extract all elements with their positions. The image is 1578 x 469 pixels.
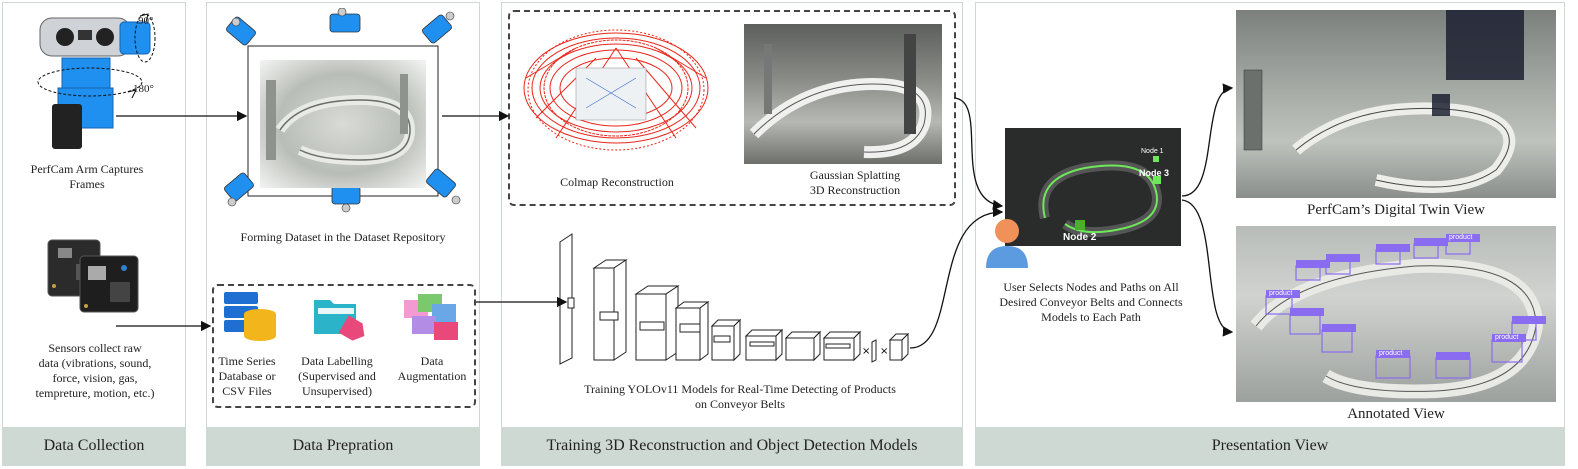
labelling-line1: Data Labelling bbox=[301, 354, 373, 368]
node3-label: Node 3 bbox=[1139, 168, 1170, 178]
node1-label: Node 1 bbox=[1141, 148, 1164, 155]
arm-caption-line1: PerfCam Arm Captures bbox=[30, 162, 144, 176]
yolo-network-diagram: × × bbox=[559, 233, 910, 365]
arm-angle-180: 180° bbox=[133, 83, 154, 95]
sensor-caption-line3: force, vision, gas, bbox=[52, 371, 138, 385]
node2-label: Node 2 bbox=[1063, 232, 1097, 243]
annotation-product-label-3: product bbox=[1449, 234, 1473, 241]
yolo-caption-line2: on Conveyor Belts bbox=[695, 397, 785, 411]
annotation-product-label-4: product bbox=[1495, 334, 1519, 341]
svg-text:×: × bbox=[880, 346, 888, 357]
user-caption-line1: User Selects Nodes and Paths on All bbox=[1003, 280, 1179, 294]
timeseries-line3: CSV Files bbox=[222, 384, 272, 398]
svg-text:×: × bbox=[862, 346, 870, 357]
user-caption-line3: Models to Each Path bbox=[1041, 310, 1141, 324]
yolo-caption: Training YOLOv11 Models for Real-Time De… bbox=[540, 382, 940, 412]
colmap-caption: Colmap Reconstruction bbox=[560, 175, 674, 189]
arm-caption-line2: Frames bbox=[69, 177, 105, 191]
annotated-view: product product product product bbox=[1236, 226, 1556, 402]
node-selection-screen: Node 1 Node 3 Node 2 bbox=[1005, 128, 1181, 246]
panel-title-data-collection: Data Collection bbox=[3, 427, 185, 465]
augmentation-label: Data Augmentation bbox=[392, 354, 472, 384]
labelling-line2: (Supervised and bbox=[298, 369, 376, 383]
sensor-caption-line1: Sensors collect raw bbox=[48, 341, 142, 355]
user-avatar-icon bbox=[986, 219, 1028, 268]
labelling-folder-icon bbox=[314, 300, 365, 341]
arm-caption: PerfCam Arm Captures Frames bbox=[12, 162, 162, 192]
sensor-caption-line2: data (vibrations, sound, bbox=[38, 356, 152, 370]
annotation-product-label-2: product bbox=[1379, 350, 1403, 357]
user-caption-line2: Desired Conveyor Belts and Connects bbox=[999, 295, 1183, 309]
gaussian-caption: Gaussian Splatting 3D Reconstruction bbox=[790, 168, 920, 198]
panel-title-training: Training 3D Reconstruction and Object De… bbox=[502, 427, 962, 465]
augmentation-icon bbox=[404, 294, 458, 340]
user-caption: User Selects Nodes and Paths on All Desi… bbox=[980, 280, 1202, 325]
gaussian-splatting-image bbox=[744, 24, 942, 164]
database-icon bbox=[224, 292, 276, 341]
dataset-caption: Forming Dataset in the Dataset Repositor… bbox=[240, 230, 446, 244]
arm-angle-90: 90° bbox=[138, 15, 154, 27]
digital-twin-caption: PerfCam’s Digital Twin View bbox=[1307, 202, 1485, 218]
sensor-boards-icon bbox=[47, 239, 139, 313]
perfcam-arm-icon bbox=[37, 13, 156, 149]
panel-title-data-preparation: Data Prepration bbox=[207, 427, 479, 465]
labelling-label: Data Labelling (Supervised and Unsupervi… bbox=[288, 354, 386, 399]
annotation-product-label: product bbox=[1269, 290, 1293, 297]
augmentation-line2: Augmentation bbox=[397, 369, 467, 383]
conveyor-dataset-photo bbox=[260, 60, 426, 188]
annotated-caption: Annotated View bbox=[1347, 406, 1445, 422]
digital-twin-view bbox=[1236, 10, 1556, 198]
timeseries-label: Time Series Database or CSV Files bbox=[212, 354, 282, 399]
sensor-caption-line4: tempreture, motion, etc.) bbox=[35, 386, 155, 400]
panel-title-presentation: Presentation View bbox=[976, 427, 1564, 465]
labelling-line3: Unsupervised) bbox=[302, 384, 372, 398]
colmap-reconstruction-image bbox=[523, 29, 709, 151]
timeseries-line1: Time Series bbox=[218, 354, 276, 368]
gaussian-caption-line1: Gaussian Splatting bbox=[809, 168, 901, 182]
yolo-caption-line1: Training YOLOv11 Models for Real-Time De… bbox=[584, 382, 896, 396]
sensor-caption: Sensors collect raw data (vibrations, so… bbox=[10, 341, 180, 401]
dataset-capture-diagram bbox=[224, 8, 461, 213]
augmentation-line1: Data bbox=[420, 354, 444, 368]
gaussian-caption-line2: 3D Reconstruction bbox=[809, 183, 901, 197]
timeseries-line2: Database or bbox=[218, 369, 276, 383]
data-prep-box bbox=[212, 284, 476, 408]
